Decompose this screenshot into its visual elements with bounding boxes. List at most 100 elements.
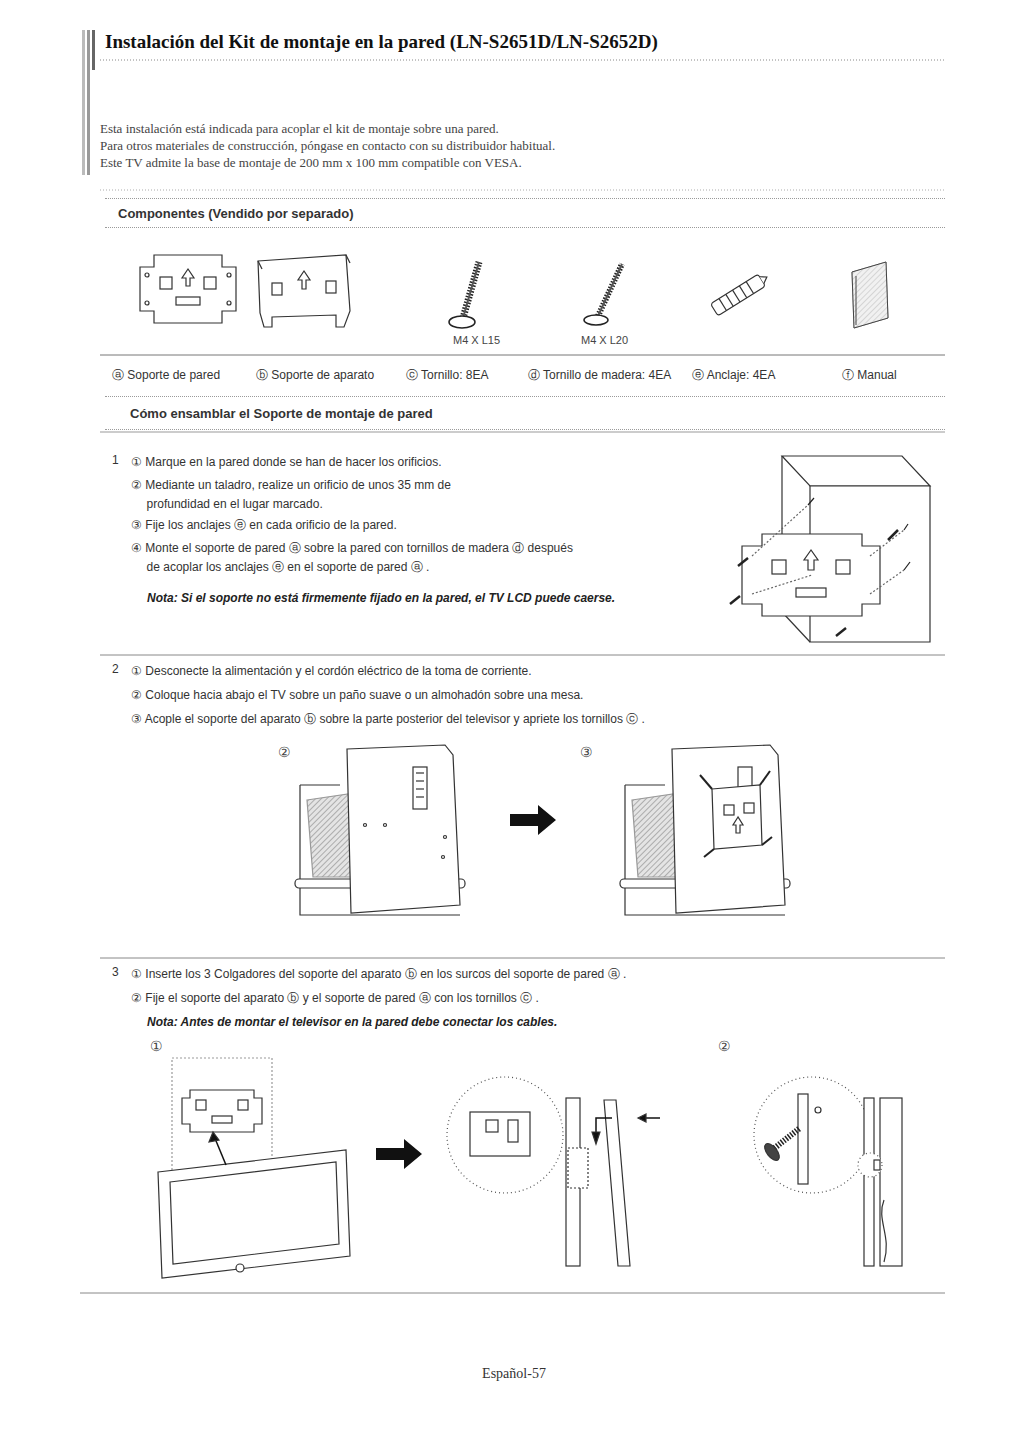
line-art [904, 524, 908, 530]
screw-detail [754, 1077, 902, 1266]
line-art [236, 1264, 244, 1272]
line-art [87, 30, 90, 175]
page-title: Instalación del Kit de montaje en la par… [105, 31, 658, 53]
tv-hanging-illustration [158, 1058, 350, 1278]
line-art [376, 1139, 422, 1169]
line-art [882, 1200, 887, 1262]
line-art [447, 1077, 563, 1193]
line-art [100, 432, 945, 433]
line-art [272, 283, 282, 295]
line-art [742, 534, 880, 616]
line-art [463, 262, 479, 318]
line-art [508, 1120, 518, 1142]
rules [80, 60, 945, 1293]
line-art [176, 297, 200, 305]
step-number: 3 [112, 965, 119, 979]
line-art [444, 836, 447, 839]
line-art [449, 316, 475, 328]
line-art [347, 745, 460, 913]
figure-number: ① [150, 1038, 163, 1055]
manual [852, 262, 888, 328]
line-art [463, 262, 479, 318]
line-art [100, 958, 945, 959]
line-art [744, 803, 754, 813]
wall-bracket [140, 255, 236, 323]
line-art [888, 530, 898, 540]
line-art [140, 255, 236, 323]
line-art [796, 588, 826, 597]
line-art [100, 60, 945, 61]
device-bracket [258, 255, 350, 327]
line-art [364, 824, 367, 827]
line-art [782, 456, 930, 486]
section-band: Cómo ensamblar el Soporte de montaje de … [105, 396, 945, 430]
line-art [804, 550, 818, 570]
instruction: ③ Fije los anclajes ⓔ en cada orificio d… [131, 516, 567, 535]
line-art [584, 315, 608, 325]
line-art [258, 255, 350, 327]
line-art [416, 772, 424, 773]
line-art [836, 628, 846, 636]
instruction: ① Marque en la pared donde se han de hac… [131, 453, 567, 472]
instruction: ① Desconecte la alimentación y el cordón… [131, 662, 867, 681]
line-art [209, 1132, 219, 1142]
line-art [808, 498, 910, 570]
line-art [880, 1098, 902, 1266]
line-art [160, 277, 172, 289]
line-art [858, 1153, 882, 1177]
part-size: M4 X L15 [453, 334, 500, 346]
instruction: ② Coloque hacia abajo el TV sobre un pañ… [131, 686, 867, 705]
line-art [170, 1162, 339, 1264]
figure-number: ③ [580, 744, 593, 761]
intro-text: Este TV admite la base de montaje de 200… [100, 155, 522, 171]
line-art [870, 570, 904, 594]
line-art [100, 355, 945, 356]
line-art [852, 262, 888, 328]
line-art [730, 596, 740, 604]
line-art [772, 560, 786, 574]
line-art [864, 1098, 874, 1266]
part-label: ⓔ Anclaje: 4EA [692, 367, 775, 384]
line-art [700, 771, 772, 857]
line-art [711, 274, 766, 316]
line-art [712, 785, 762, 849]
instruction: ④ Monte el soporte de pared ⓐ sobre la p… [131, 539, 577, 576]
line-art [227, 301, 231, 305]
line-art [836, 560, 850, 574]
figure-number: ② [278, 744, 291, 761]
figure-number: ② [718, 1038, 731, 1055]
line-art [760, 274, 769, 284]
note-text: Nota: Si el soporte no está firmemente f… [147, 589, 712, 607]
line-art [145, 301, 149, 305]
screw-m4-l15 [449, 262, 479, 328]
line-art [158, 1150, 350, 1278]
step-number: 2 [112, 662, 119, 676]
line-art [733, 290, 740, 302]
line-art [738, 558, 748, 566]
part-label: ⓐ Soporte de pared [112, 367, 220, 384]
part-size: M4 X L20 [581, 334, 628, 346]
line-art [598, 264, 622, 316]
line-art [227, 273, 231, 277]
line-art [760, 771, 770, 785]
section-heading: Componentes (Vendido por separado) [105, 206, 945, 221]
arrow [376, 1139, 422, 1169]
line-art [724, 805, 734, 815]
line-art [92, 30, 95, 70]
line-art [808, 498, 814, 505]
tv-back-with-bracket [620, 745, 790, 915]
wall-mount-illustration [730, 456, 930, 642]
line-art [212, 1116, 232, 1123]
step-number: 1 [112, 453, 119, 467]
part-label: ⓒ Tornillo: 8EA [406, 367, 488, 384]
line-art [904, 562, 910, 570]
line-art [82, 30, 85, 175]
line-art [752, 505, 904, 594]
line-art [346, 255, 350, 263]
line-art [196, 1100, 206, 1110]
intro-text: Esta instalación está indicada para acop… [100, 121, 499, 137]
line-art [815, 1107, 821, 1113]
line-art [298, 271, 310, 289]
line-art [80, 1293, 945, 1294]
section-heading: Cómo ensamblar el Soporte de montaje de … [105, 406, 945, 421]
